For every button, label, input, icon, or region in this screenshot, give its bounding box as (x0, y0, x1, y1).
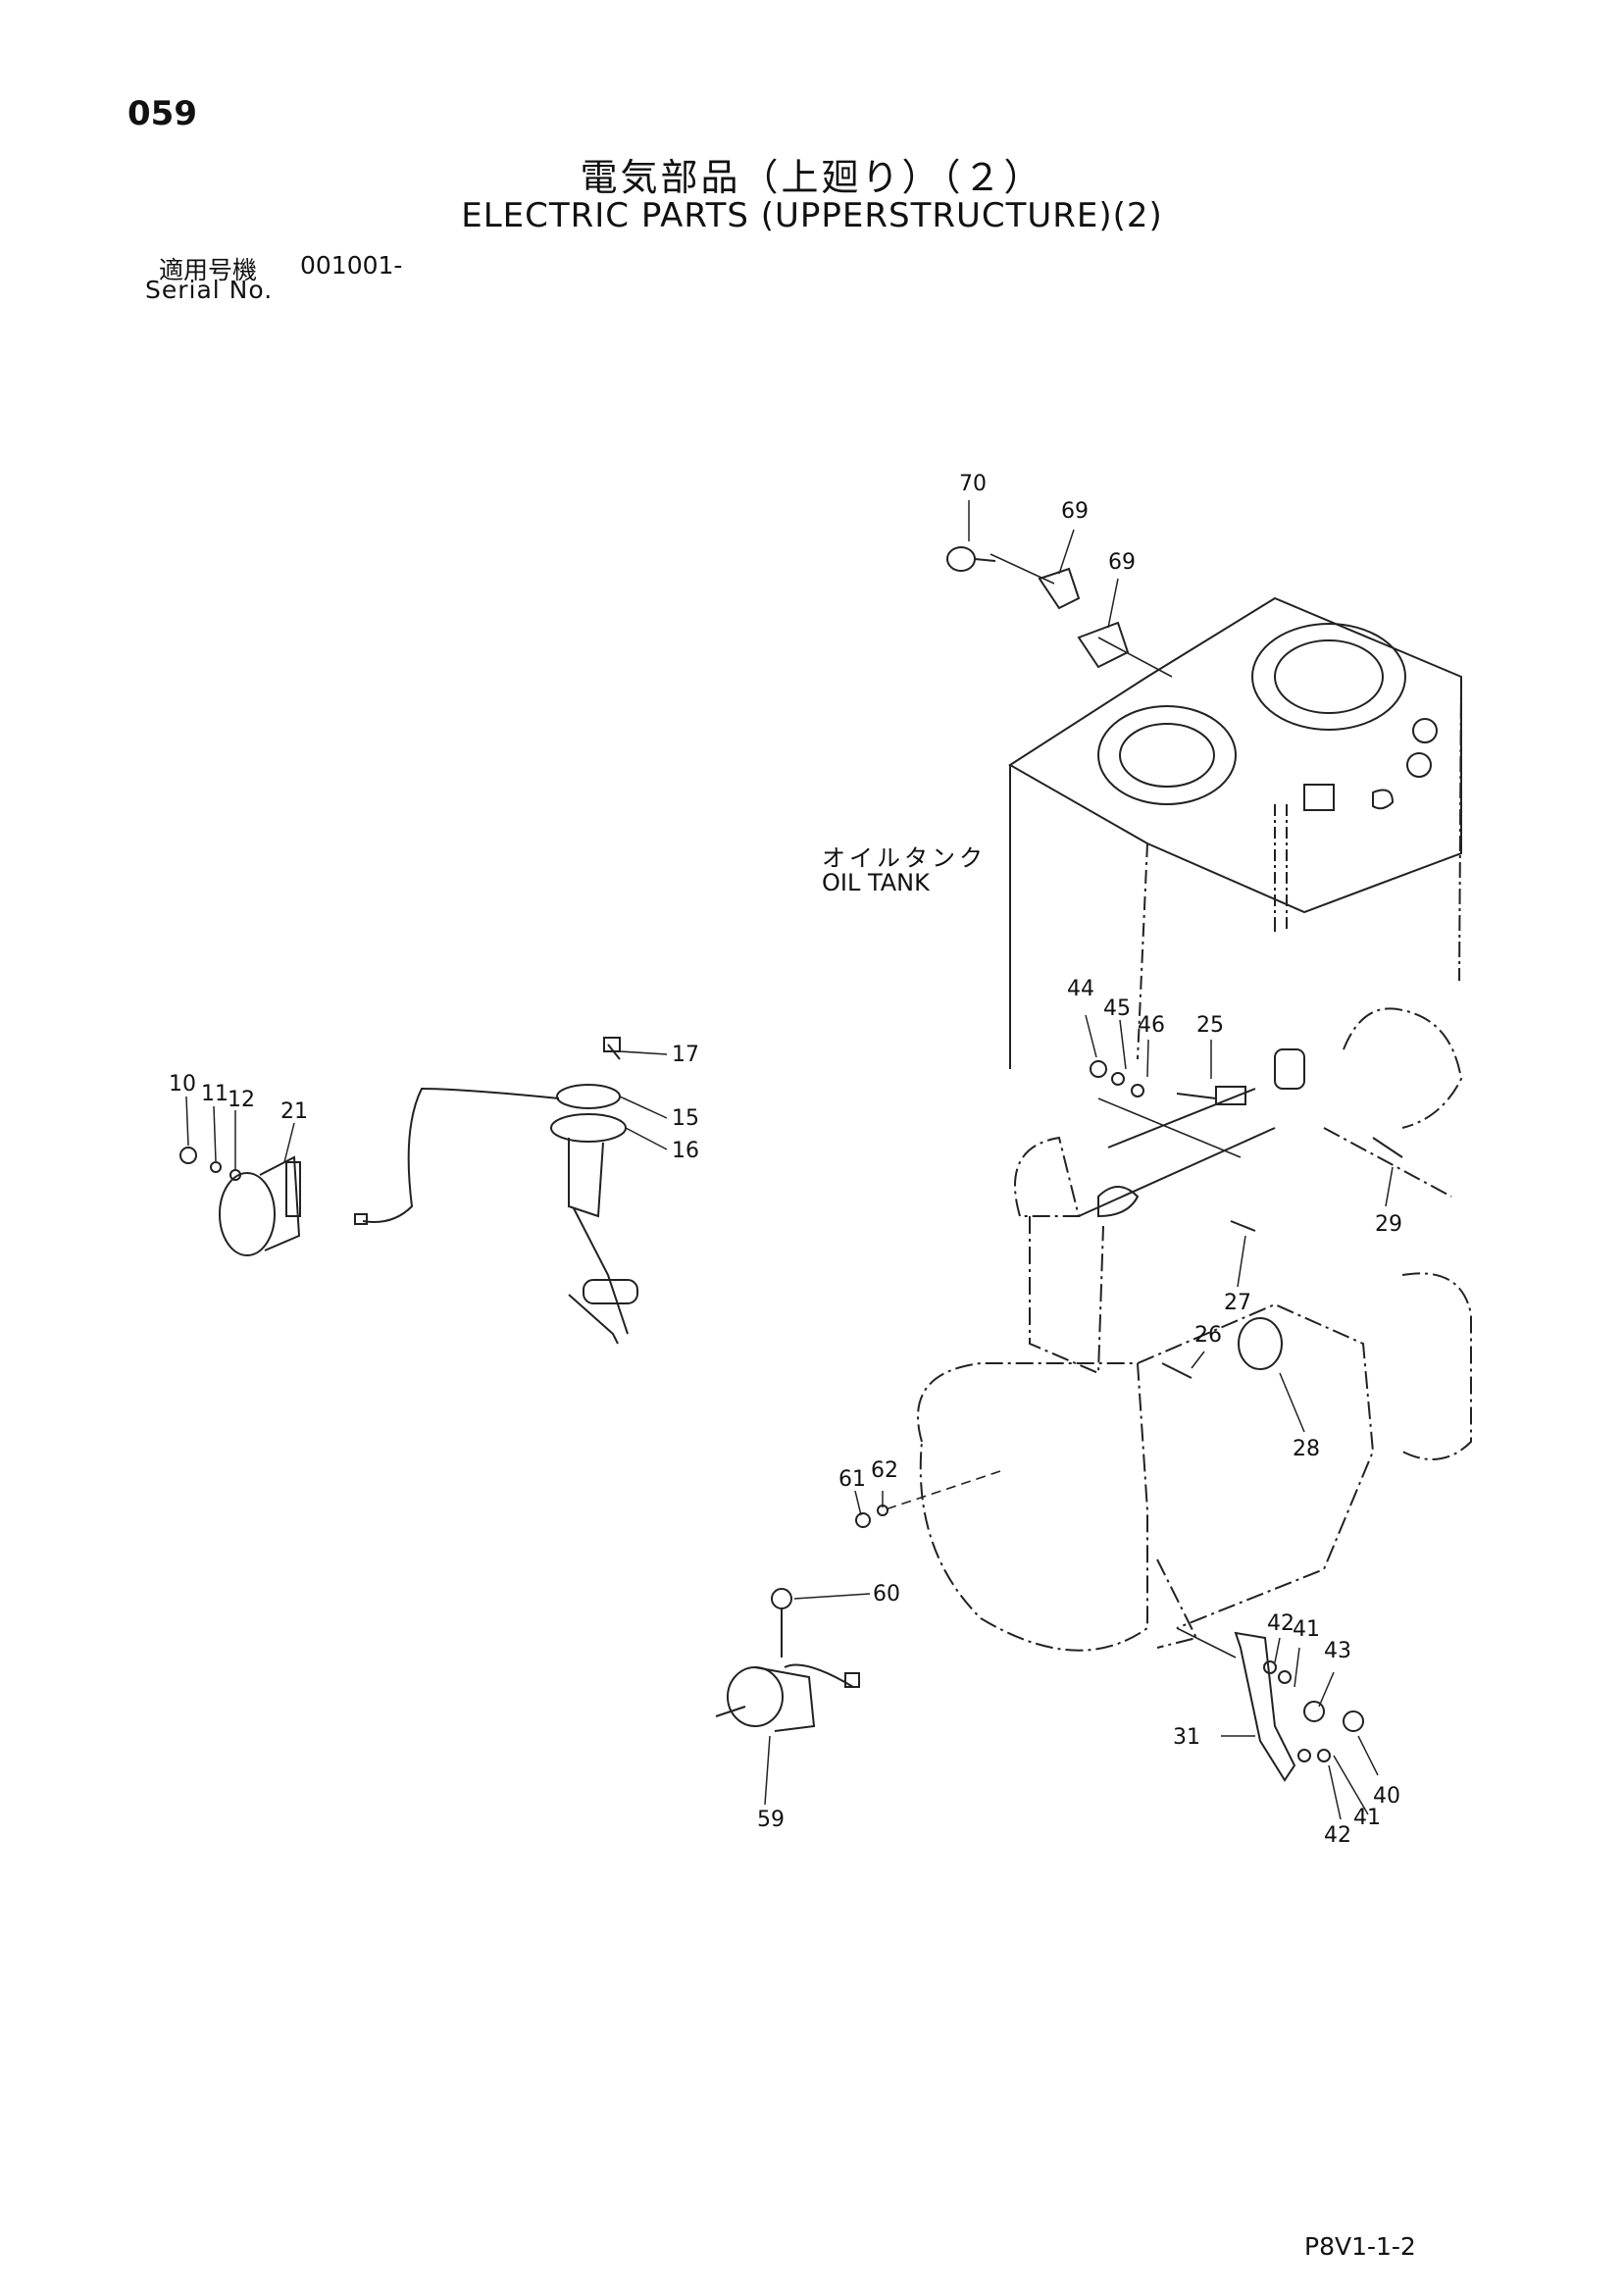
callout-numbers: 70 69 69 44 45 46 25 29 27 26 28 61 62 6… (169, 472, 1402, 1848)
callout-29: 29 (1375, 1212, 1402, 1237)
horn-21 (179, 1147, 301, 1256)
callout-leaders (185, 500, 1394, 1820)
page-number: 059 (127, 94, 197, 133)
oil-tank-label-japanese: オイルタンク (822, 844, 987, 872)
callout-25: 25 (1196, 1013, 1224, 1038)
callout-41: 41 (1353, 1806, 1381, 1830)
solenoid-59 (715, 1588, 860, 1732)
callout-69: 69 (1061, 499, 1089, 524)
callout-45: 45 (1103, 996, 1131, 1021)
callout-10: 10 (169, 1072, 196, 1097)
strap-31 (1234, 1631, 1311, 1782)
callout-21: 21 (280, 1099, 308, 1124)
callout-12: 12 (228, 1088, 255, 1112)
callout-69: 69 (1108, 550, 1136, 575)
callout-40: 40 (1373, 1784, 1400, 1809)
callout-42: 42 (1267, 1611, 1294, 1636)
serial-value: 001001- (300, 251, 403, 280)
callout-17: 17 (672, 1043, 699, 1067)
callout-16: 16 (672, 1139, 699, 1163)
page-title-japanese: 電気部品（上廻り）（２） (580, 156, 1044, 199)
callout-59: 59 (757, 1808, 785, 1832)
serial-label-japanese: 適用号機 (159, 256, 258, 284)
small-fittings (855, 1048, 1403, 1762)
assembly-lines (882, 553, 1242, 1658)
serial-label-english: Serial No. (145, 276, 274, 304)
callout-43: 43 (1324, 1639, 1351, 1663)
fuel-sensor (354, 1037, 638, 1345)
callout-11: 11 (201, 1082, 228, 1106)
callout-27: 27 (1224, 1291, 1251, 1315)
callout-62: 62 (871, 1458, 898, 1483)
page-title-english: ELECTRIC PARTS (UPPERSTRUCTURE)(2) (461, 196, 1163, 235)
callout-28: 28 (1293, 1437, 1320, 1461)
callout-15: 15 (672, 1106, 699, 1131)
callout-60: 60 (873, 1582, 900, 1607)
callout-26: 26 (1194, 1323, 1222, 1348)
engine-outline (917, 1007, 1472, 1652)
callout-61: 61 (838, 1467, 866, 1492)
callout-41: 41 (1293, 1617, 1320, 1642)
callout-46: 46 (1138, 1013, 1165, 1038)
callout-42: 42 (1324, 1823, 1351, 1848)
callout-31: 31 (1173, 1725, 1200, 1750)
oil-tank-outline (1008, 596, 1462, 1069)
bolt-70 (946, 546, 996, 572)
engine-solid-lines (1078, 1088, 1276, 1218)
drawing-code: P8V1-1-2 (1304, 2232, 1416, 2261)
oil-tank-label-english: OIL TANK (822, 869, 930, 896)
callout-70: 70 (959, 472, 987, 496)
callout-44: 44 (1067, 977, 1094, 1001)
